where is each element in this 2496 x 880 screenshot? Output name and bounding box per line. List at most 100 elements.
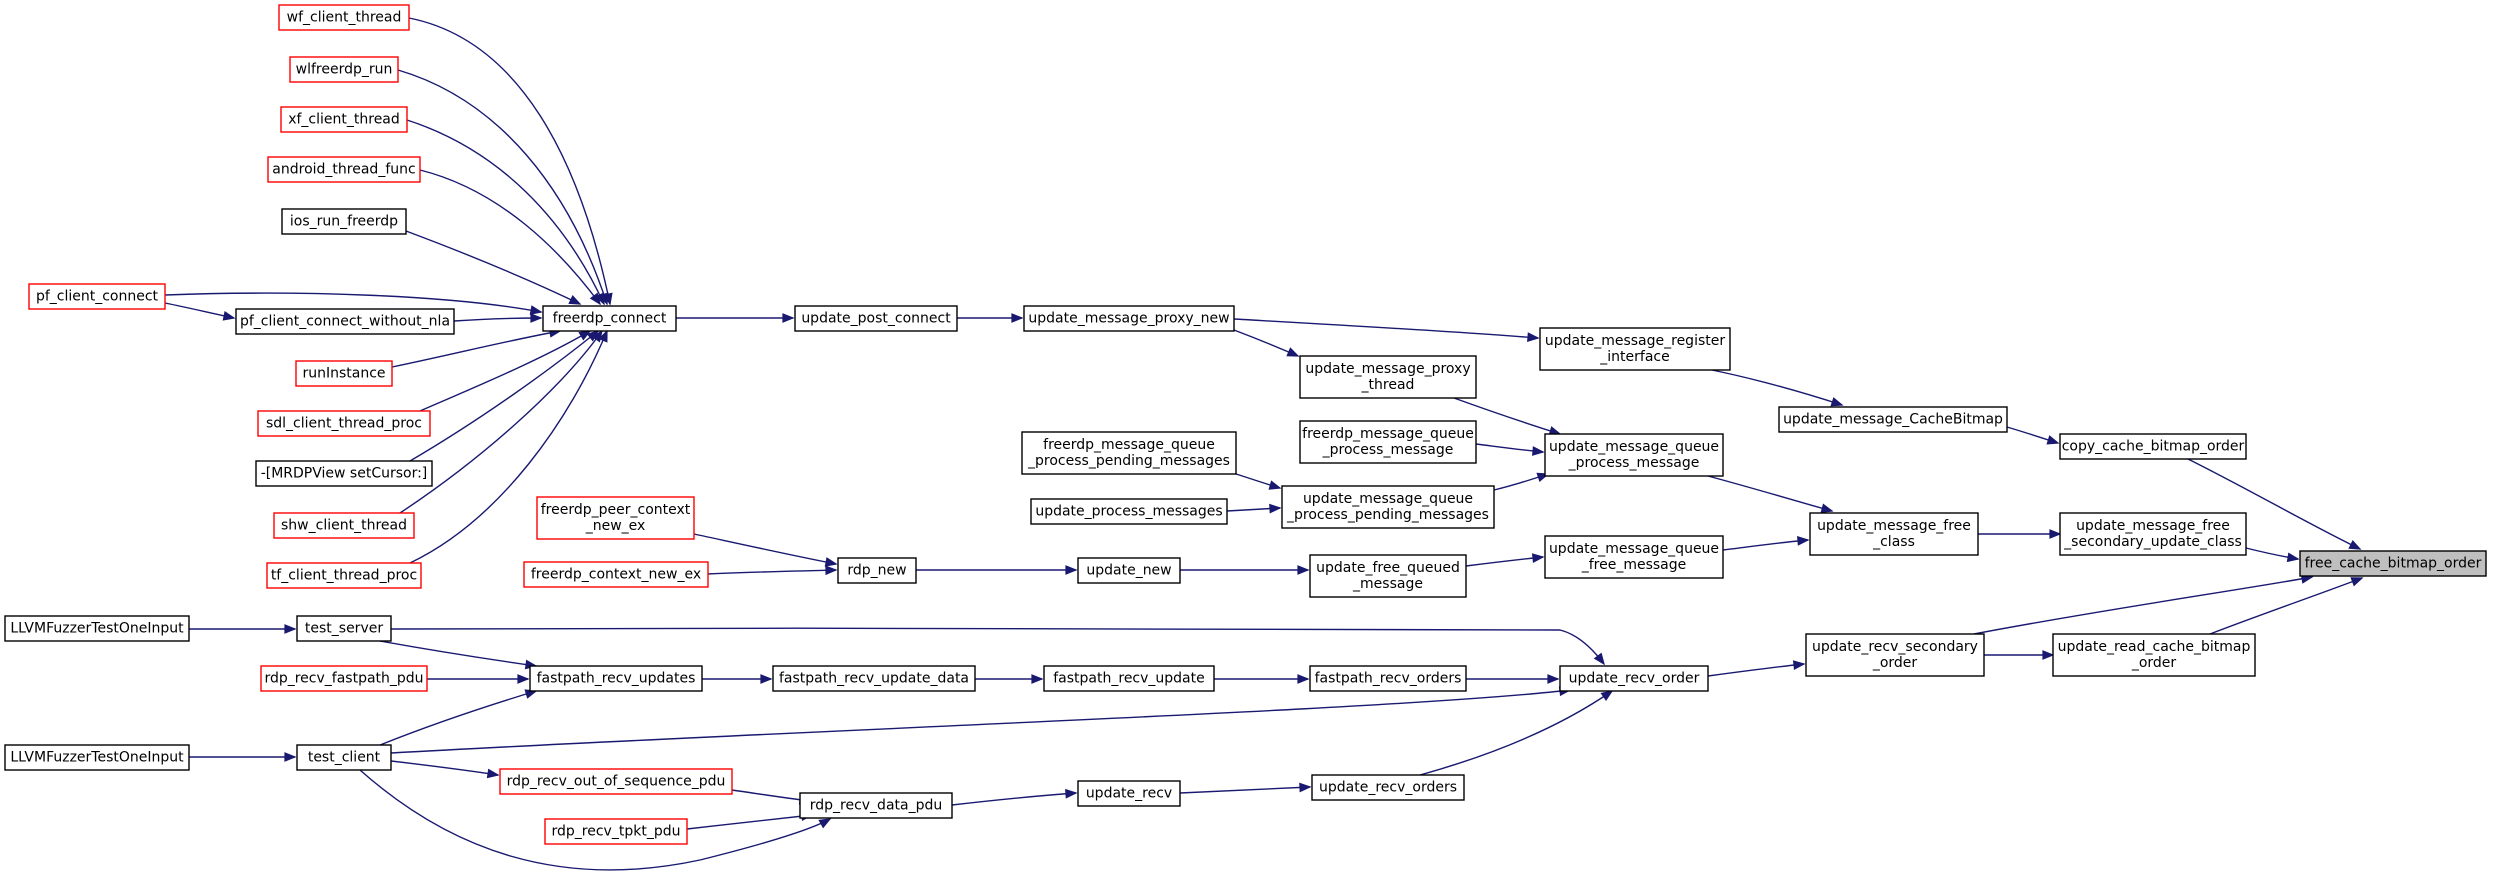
edge-line [1707, 475, 1833, 512]
node-rdp-recv-fastpath-pdu[interactable]: rdp_recv_fastpath_pdu [260, 665, 428, 692]
call-edge [686, 811, 814, 830]
call-edge [1233, 329, 1300, 357]
node-rdp-recv-out-of-sequence-pdu[interactable]: rdp_recv_out_of_sequence_pdu [499, 768, 733, 795]
call-edge [359, 769, 832, 871]
node-free-cache-bitmap-order[interactable]: free_cache_bitmap_order [2299, 550, 2487, 577]
node-update-process-messages[interactable]: update_process_messages [1030, 498, 1228, 525]
call-edge [1465, 553, 1545, 567]
node-tf-client-thread-proc[interactable]: tf_client_thread_proc [266, 562, 422, 589]
node-update-message-queue-process-message[interactable]: update_message_queue_process_message [1544, 433, 1724, 477]
node-runinstance[interactable]: runInstance [295, 360, 393, 387]
node-freerdp-message-queue-process-message[interactable]: freerdp_message_queue_process_message [1299, 420, 1477, 464]
node-xf-client-thread[interactable]: xf_client_thread [280, 106, 408, 133]
node-freerdp-message-queue-process-pending-messages[interactable]: freerdp_message_queue_process_pending_me… [1021, 431, 1237, 475]
node-update-recv-order[interactable]: update_recv_order [1559, 665, 1709, 692]
node-mrdpview-setcursor[interactable]: -[MRDPView setCursor:] [255, 460, 433, 487]
node-label: LLVMFuzzerTestOneInput [10, 750, 184, 766]
node-update-read-cache-bitmap-order[interactable]: update_read_cache_bitmap_order [2052, 633, 2256, 677]
arrowhead-icon [2042, 650, 2055, 660]
call-edge [2006, 426, 2060, 445]
node-pf-client-connect[interactable]: pf_client_connect [28, 283, 166, 310]
node-update-message-free-class[interactable]: update_message_free_class [1809, 512, 1979, 556]
node-rdp-new[interactable]: rdp_new [837, 557, 917, 584]
call-edge [1984, 650, 2055, 660]
node-box [1021, 431, 1237, 475]
node-freerdp-connect[interactable]: freerdp_connect [542, 305, 677, 332]
edge-line [379, 640, 537, 667]
node-wlfreerdp-run[interactable]: wlfreerdp_run [289, 56, 399, 83]
node-android-thread-func[interactable]: android_thread_func [267, 156, 421, 183]
node-box [266, 562, 422, 589]
node-box [544, 818, 688, 845]
node-update-message-proxy-thread[interactable]: update_message_proxy_thread [1299, 355, 1477, 399]
node-label: update_process_messages [1035, 504, 1222, 520]
node-sdl-client-thread-proc[interactable]: sdl_client_thread_proc [257, 410, 431, 437]
node-fastpath-recv-update-data[interactable]: fastpath_recv_update_data [772, 665, 976, 692]
node-label: update_new [1086, 563, 1171, 579]
node-update-message-queue-free-message[interactable]: update_message_queue_free_message [1544, 535, 1724, 579]
call-edge [189, 752, 297, 762]
node-test-client[interactable]: test_client [296, 744, 392, 771]
call-edge [1453, 397, 1562, 436]
arrowhead-icon [598, 329, 608, 343]
node-freerdp-peer-context-new-ex[interactable]: freerdp_peer_context_new_ex [536, 496, 695, 540]
arrowhead-icon [818, 818, 832, 829]
node-update-message-free-secondary-update-class[interactable]: update_message_free_secondary_update_cla… [2059, 512, 2247, 556]
node-box [267, 156, 421, 183]
node-update-message-queue-process-pending-messages[interactable]: update_message_queue_process_pending_mes… [1281, 485, 1495, 529]
node-wf-client-thread[interactable]: wf_client_thread [278, 4, 410, 31]
node-label: _process_message [1568, 455, 1700, 471]
node-label: _class [1872, 534, 1915, 550]
node-pf-client-connect-without-nla[interactable]: pf_client_connect_without_nla [235, 308, 455, 335]
call-edge [975, 674, 1044, 684]
node-update-post-connect[interactable]: update_post_connect [794, 305, 958, 332]
node-box [529, 665, 703, 692]
node-label: freerdp_connect [553, 311, 667, 327]
node-update-recv-orders[interactable]: update_recv_orders [1311, 774, 1465, 801]
node-label: update_message_CacheBitmap [1783, 412, 2003, 428]
edge-line [397, 69, 608, 305]
node-fastpath-recv-updates[interactable]: fastpath_recv_updates [529, 665, 703, 692]
edge-line [391, 330, 561, 368]
node-box [4, 615, 190, 642]
node-test-server[interactable]: test_server [296, 615, 392, 642]
node-update-free-queued-message[interactable]: update_free_queued_message [1309, 554, 1467, 598]
call-edge [2245, 547, 2300, 563]
node-update-message-proxy-new[interactable]: update_message_proxy_new [1023, 305, 1235, 332]
node-label: runInstance [302, 366, 385, 382]
node-update-message-cachebitmap[interactable]: update_message_CacheBitmap [1778, 406, 2008, 433]
edge-line [399, 330, 603, 514]
node-box [281, 208, 407, 235]
node-box [257, 410, 431, 437]
node-box [1309, 554, 1467, 598]
arrowhead-icon [2046, 435, 2060, 445]
node-fastpath-recv-orders[interactable]: fastpath_recv_orders [1309, 665, 1467, 692]
arrowhead-icon [782, 313, 795, 323]
node-freerdp-context-new-ex[interactable]: freerdp_context_new_ex [523, 561, 709, 588]
node-update-message-register-interface[interactable]: update_message_register_interface [1539, 327, 1731, 371]
arrowhead-icon [1527, 332, 1540, 343]
node-box [296, 744, 392, 771]
node-llvm-fuzzer-client[interactable]: LLVMFuzzerTestOneInput [4, 744, 190, 771]
call-edge [916, 565, 1078, 575]
call-edge [1493, 472, 1550, 491]
node-layer: free_cache_bitmap_order copy_cache_bitmap… [4, 4, 2487, 845]
edge-line [390, 760, 499, 776]
node-update-recv[interactable]: update_recv [1077, 780, 1181, 807]
node-fastpath-recv-update[interactable]: fastpath_recv_update [1043, 665, 1215, 692]
node-label: xf_client_thread [288, 112, 400, 128]
edge-line [1179, 786, 1311, 794]
node-label: shw_client_thread [281, 518, 407, 534]
call-edge [1722, 536, 1810, 551]
node-rdp-recv-tpkt-pdu[interactable]: rdp_recv_tpkt_pdu [544, 818, 688, 845]
node-update-new[interactable]: update_new [1077, 557, 1181, 584]
node-ios-run-freerdp[interactable]: ios_run_freerdp [281, 208, 407, 235]
node-rdp-recv-data-pdu[interactable]: rdp_recv_data_pdu [799, 792, 953, 819]
node-update-recv-secondary-order[interactable]: update_recv_secondary_order [1805, 633, 1985, 677]
node-shw-client-thread[interactable]: shw_client_thread [273, 512, 415, 539]
node-llvm-fuzzer-server[interactable]: LLVMFuzzerTestOneInput [4, 615, 190, 642]
node-copy-cache-bitmap-order[interactable]: copy_cache_bitmap_order [2059, 433, 2247, 460]
call-edge [951, 788, 1078, 806]
edge-line [1707, 663, 1805, 677]
node-label: update_recv_order [1569, 671, 1700, 687]
